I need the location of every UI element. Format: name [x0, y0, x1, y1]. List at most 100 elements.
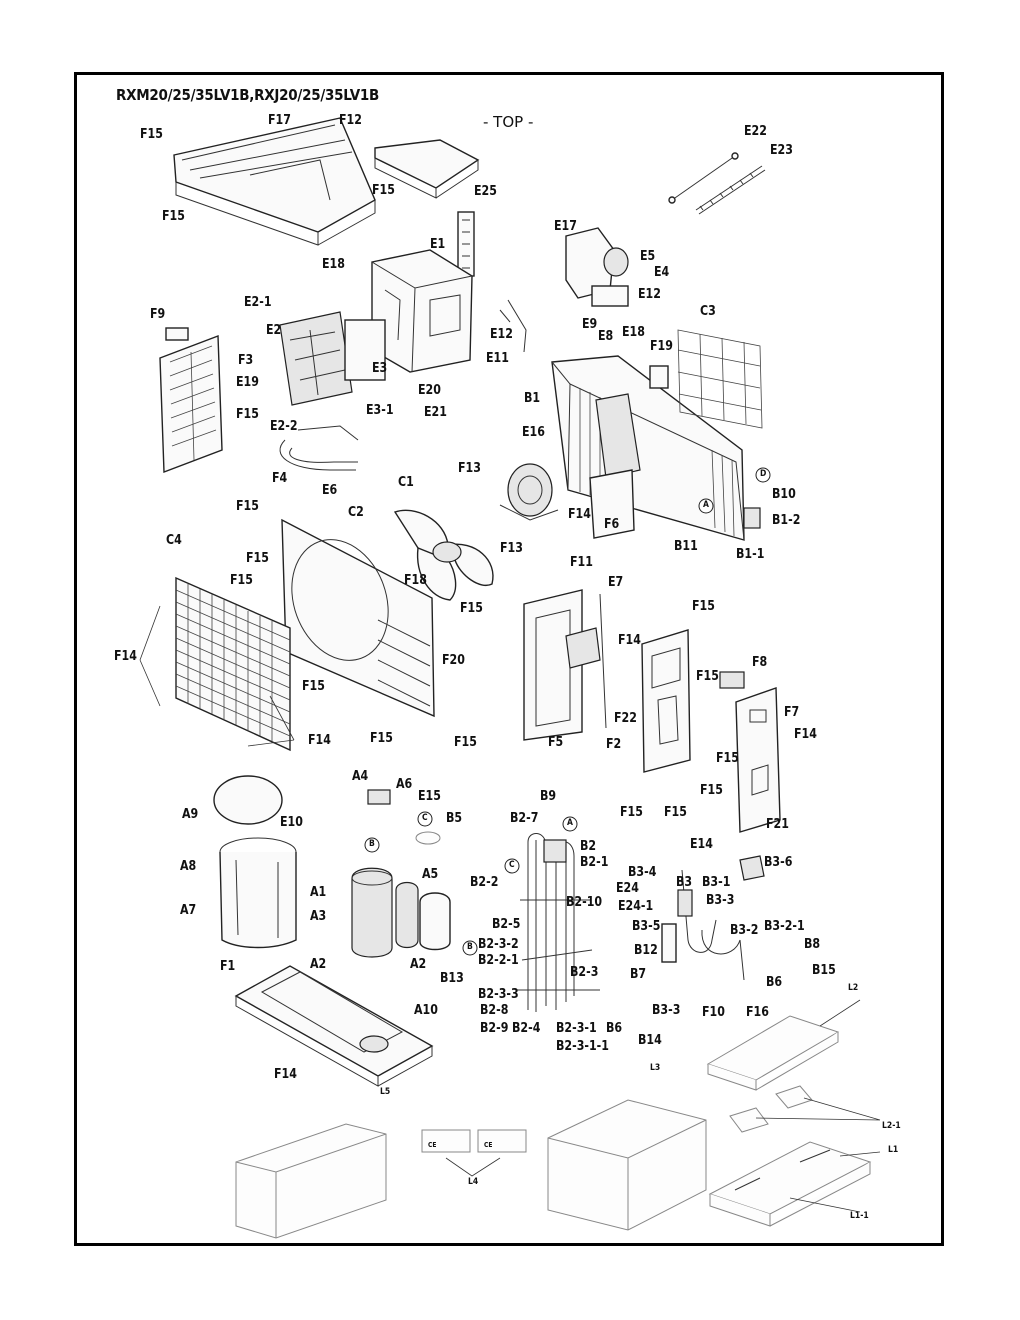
- callout-c: C: [422, 813, 428, 823]
- label-b13: B13: [440, 971, 464, 986]
- valve-group-b3: [661, 855, 765, 981]
- fan-c1: [393, 509, 494, 601]
- label-b5: B5: [446, 811, 463, 826]
- l2-1-pad-a: [775, 1085, 813, 1109]
- label-f15: F15: [370, 731, 393, 746]
- label-e9: E9: [582, 317, 598, 332]
- label-f19: F19: [650, 339, 673, 354]
- label-b3-2: B3-2: [730, 923, 759, 938]
- label-c4: C4: [166, 533, 182, 548]
- label-f15: F15: [716, 751, 739, 766]
- label-l2: L2: [848, 983, 859, 993]
- label-b2-1: B2-1: [580, 855, 609, 870]
- label-f8: F8: [752, 655, 768, 670]
- nameplate-l4-b: [477, 1129, 527, 1153]
- label-a10: A10: [414, 1003, 438, 1018]
- label-e23: E23: [770, 143, 793, 158]
- label-f15: F15: [454, 735, 477, 750]
- label-l1: L1: [888, 1145, 899, 1155]
- label-a2: A2: [310, 957, 327, 972]
- label-b2-5: B2-5: [492, 917, 521, 932]
- f19-bracket: [649, 365, 669, 389]
- label-f15: F15: [230, 573, 253, 588]
- label-f12: F12: [339, 113, 362, 128]
- label-c1: C1: [398, 475, 414, 490]
- label-a7: A7: [180, 903, 197, 918]
- label-b10: B10: [772, 487, 796, 502]
- label-b2-3-1: B2-3-1: [556, 1021, 597, 1036]
- label-f15: F15: [696, 669, 719, 684]
- label-a8: A8: [180, 859, 197, 874]
- f9-clip: [165, 327, 189, 341]
- callout-a: A: [703, 500, 709, 510]
- label-f21: F21: [766, 817, 789, 832]
- label-b2-3-1-1: B2-3-1-1: [556, 1039, 609, 1054]
- label-b2-8: B2-8: [480, 1003, 509, 1018]
- label-e3: E3: [372, 361, 388, 376]
- label-b3-4: B3-4: [628, 865, 657, 880]
- b1-2-block: [743, 507, 761, 529]
- piping-assembly-b2: [516, 833, 600, 1012]
- f8-handle: [719, 671, 745, 689]
- label-e6: E6: [322, 483, 338, 498]
- label-e4: E4: [654, 265, 670, 280]
- label-e10: E10: [280, 815, 303, 830]
- label-f4: F4: [272, 471, 288, 486]
- label-e24-1: E24-1: [618, 899, 654, 914]
- label-f14: F14: [274, 1067, 297, 1082]
- top-view-note: - TOP -: [483, 113, 534, 131]
- label-a2: A2: [410, 957, 427, 972]
- label-e21: E21: [424, 405, 447, 420]
- label-b3-2-1: B3-2-1: [764, 919, 805, 934]
- label-b6: B6: [606, 1021, 623, 1036]
- compressor-a1: [351, 867, 419, 958]
- callout-c: C: [509, 860, 515, 870]
- label-e8: E8: [598, 329, 614, 344]
- label-b14: B14: [638, 1033, 662, 1048]
- label-f14: F14: [114, 649, 137, 664]
- label-f15: F15: [236, 499, 259, 514]
- label-e20: E20: [418, 383, 441, 398]
- side-cover-f7: [735, 687, 781, 833]
- label-a3: A3: [310, 909, 327, 924]
- label-b3-3: B3-3: [706, 893, 735, 908]
- front-panel-f4: [281, 518, 435, 718]
- label-b3: B3: [676, 875, 693, 890]
- label-f3: F3: [238, 353, 254, 368]
- label-e1: E1: [430, 237, 446, 252]
- label-b11: B11: [674, 539, 698, 554]
- label-f15: F15: [700, 783, 723, 798]
- l2-1-pad-b: [729, 1107, 769, 1133]
- a4-block: [367, 789, 391, 805]
- nameplate-text: CE: [428, 1141, 437, 1149]
- packing-tray-l2: [706, 1015, 840, 1091]
- front-grille-c4: [175, 576, 291, 752]
- label-b2-10: B2-10: [566, 895, 603, 910]
- label-f17: F17: [268, 113, 291, 128]
- label-b12: B12: [634, 943, 658, 958]
- label-l2-1: L2-1: [882, 1121, 901, 1131]
- label-e2: E2: [266, 323, 282, 338]
- b13-cylinder: [419, 892, 451, 951]
- label-f7: F7: [784, 705, 800, 720]
- b5-plate: [415, 831, 441, 845]
- label-c3: C3: [700, 304, 716, 319]
- label-b2-3-3: B2-3-3: [478, 987, 519, 1002]
- label-e5: E5: [640, 249, 656, 264]
- label-a6: A6: [396, 777, 413, 792]
- base-plate-f1: [234, 965, 434, 1087]
- label-f6: F6: [604, 517, 620, 532]
- label-f15: F15: [664, 805, 687, 820]
- label-e16: E16: [522, 425, 545, 440]
- label-b3-6: B3-6: [764, 855, 793, 870]
- callout-a: A: [567, 818, 573, 828]
- label-e3-1: E3-1: [366, 403, 394, 418]
- label-e12: E12: [490, 327, 513, 342]
- label-e2-2: E2-2: [270, 419, 298, 434]
- label-b2-9: B2-9: [480, 1021, 509, 1036]
- label-f14: F14: [308, 733, 331, 748]
- label-b1: B1: [524, 391, 541, 406]
- label-f15: F15: [140, 127, 163, 142]
- label-l3: L3: [650, 1063, 661, 1073]
